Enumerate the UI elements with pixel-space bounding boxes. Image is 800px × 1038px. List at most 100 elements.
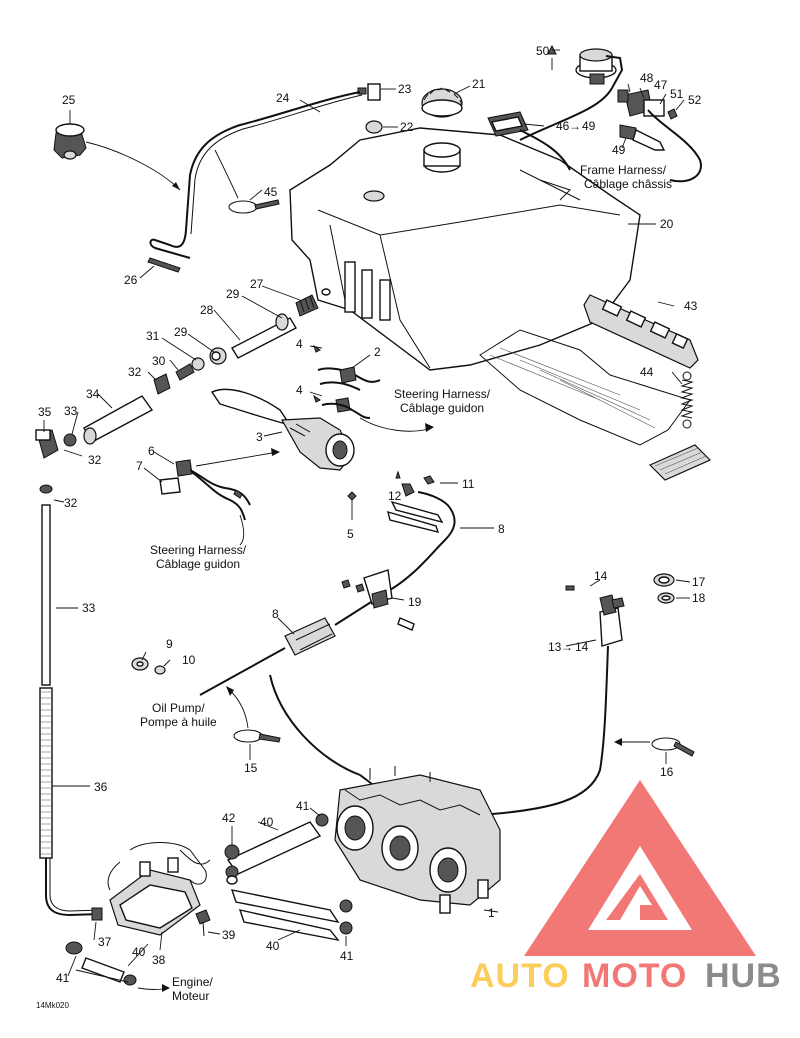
callout-4b: 4: [296, 383, 303, 397]
callout-43: 43: [684, 299, 698, 313]
callout-37: 37: [98, 935, 112, 949]
callout-32c: 32: [64, 496, 78, 510]
drawing-code: 14Mk020: [36, 1001, 69, 1010]
callout-24: 24: [276, 91, 290, 105]
callout-5: 5: [347, 527, 354, 541]
callout-32b: 32: [88, 453, 102, 467]
callout-39: 39: [222, 928, 236, 942]
callout-36: 36: [94, 780, 108, 794]
callout-52: 52: [688, 93, 702, 107]
fuel-line-vertical: [39, 484, 101, 917]
tank-grommet: [363, 190, 385, 202]
callout-31: 31: [146, 329, 160, 343]
callout-16: 16: [660, 765, 674, 779]
sender-connector: [487, 111, 571, 171]
watermark-moto: MOTO: [582, 957, 687, 995]
callout-41a: 41: [296, 799, 310, 813]
callout-27: 27: [250, 277, 264, 291]
carb-hoses: [224, 813, 353, 942]
callout-40b: 40: [266, 939, 280, 953]
callout-15: 15: [244, 761, 258, 775]
callout-30: 30: [152, 354, 166, 368]
spring-44: [680, 371, 694, 429]
frame-harness-label: Frame Harness/: [580, 163, 667, 177]
callout-12: 12: [388, 489, 402, 503]
callout-29b: 29: [174, 325, 188, 339]
tie-strap-15: [233, 729, 281, 743]
callout-18: 18: [692, 591, 706, 605]
callout-48: 48: [640, 71, 654, 85]
lower-hose: [65, 941, 137, 986]
callout-21: 21: [472, 77, 486, 91]
oil-pump-label-fr: Pompe à huile: [140, 715, 217, 729]
oil-pump-cable: [269, 674, 381, 791]
callout-26: 26: [124, 273, 138, 287]
callout-3: 3: [256, 430, 263, 444]
callout-46: 46: [556, 119, 570, 133]
callout-14b: 14: [575, 640, 589, 654]
callout-17: 17: [692, 575, 706, 589]
harness-notes: Frame Harness/ Câblage châssis Steering …: [36, 163, 672, 1010]
callout-45: 45: [264, 185, 278, 199]
engine-label: Engine/: [172, 975, 213, 989]
callout-49b: 49: [612, 143, 626, 157]
callout-41c: 41: [56, 971, 70, 985]
callout-8b: 8: [272, 607, 279, 621]
callout-49a: 49: [582, 119, 596, 133]
callout-1: 1: [488, 906, 495, 920]
leader-tank-arrow: [214, 149, 239, 199]
callout-35: 35: [38, 405, 52, 419]
fuel-pump: [91, 842, 211, 936]
throttle-cable: [199, 491, 456, 696]
callout-2: 2: [374, 345, 381, 359]
choke-assembly: [479, 585, 625, 816]
callout-10: 10: [182, 653, 196, 667]
callout-33b: 33: [82, 601, 96, 615]
harness-6-7: [159, 459, 251, 521]
throttle-housing: [210, 388, 355, 471]
bolt-39: [195, 909, 211, 937]
steering-harness-label-1: Steering Harness/: [394, 387, 491, 401]
watermark-auto: AUTO: [470, 957, 570, 995]
callout-23: 23: [398, 82, 412, 96]
arrow-46-49: →: [569, 119, 581, 133]
callout-6: 6: [148, 444, 155, 458]
vent-hose: [149, 91, 361, 259]
callout-40a: 40: [260, 815, 274, 829]
callout-11: 11: [462, 477, 475, 491]
tie-strap-45: [228, 199, 280, 214]
callout-34: 34: [86, 387, 100, 401]
callout-14: 14: [594, 569, 608, 583]
clamp-19: [341, 569, 415, 631]
callout-41b: 41: [340, 949, 354, 963]
carburetor-assembly: [334, 766, 501, 914]
steering-harness-label-2: Steering Harness/: [150, 543, 247, 557]
callout-40c: 40: [132, 945, 146, 959]
callout-33a: 33: [64, 404, 78, 418]
callout-13: 13: [548, 640, 562, 654]
bracket-43: [583, 294, 699, 369]
oil-pump-label: Oil Pump/: [152, 701, 205, 715]
filler-cap: [421, 87, 463, 173]
grommet-22: [365, 120, 383, 134]
steering-harness-label-1-fr: Câblage guidon: [400, 401, 484, 415]
adjuster-12: [401, 483, 415, 497]
callout-25: 25: [62, 93, 76, 107]
callout-29a: 29: [226, 287, 240, 301]
callout-7: 7: [136, 459, 143, 473]
tie-strap-16: [651, 737, 695, 757]
screw-5: [347, 491, 357, 501]
frame-harness-label-fr: Câblage châssis: [584, 177, 672, 191]
callout-9: 9: [166, 637, 173, 651]
callout-19: 19: [408, 595, 422, 609]
pad: [648, 444, 712, 481]
callout-50: 50: [536, 44, 550, 58]
check-valve-25: [53, 123, 87, 160]
arrow-13-14: →: [561, 640, 573, 654]
watermark-hub: HUB: [705, 957, 782, 995]
fitting-nub: [357, 87, 367, 95]
leader-steering-1: [359, 417, 433, 432]
nut-11: [423, 475, 435, 485]
callout-4a: 4: [296, 337, 303, 351]
